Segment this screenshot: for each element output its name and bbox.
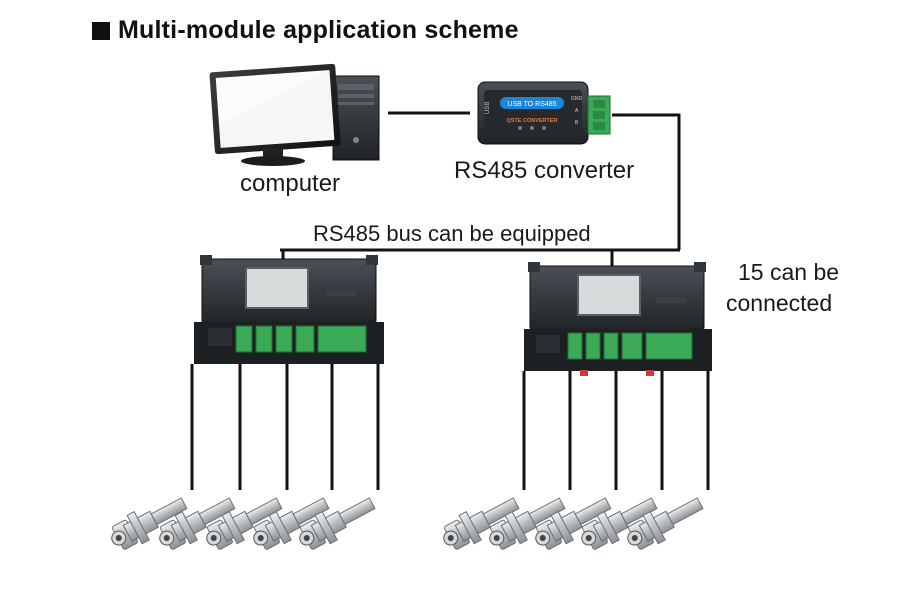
- bus-label: RS485 bus can be equipped: [313, 221, 591, 246]
- terminal-label-a: A: [575, 108, 579, 114]
- sensor-wires-module-1: [190, 364, 380, 490]
- converter-label: RS485 converter: [454, 157, 635, 184]
- sensor-group-1: [104, 488, 381, 556]
- rs485-converter-icon: USB TO RS485 QSTE CONVERTER USB GND A B: [477, 81, 611, 145]
- module-2: [524, 262, 712, 376]
- sensor-wires-module-2: [522, 371, 710, 490]
- count-label-line2: connected: [726, 290, 833, 316]
- converter-brand-text: QSTE CONVERTER: [506, 118, 557, 124]
- temperature-sensor-icon: [620, 488, 709, 556]
- computer-label: computer: [240, 170, 341, 197]
- count-label-line1: 15 can be: [738, 259, 840, 285]
- cable-converter-bus: [612, 113, 681, 250]
- computer-icon: [209, 63, 380, 166]
- page-title: Multi-module application scheme: [92, 16, 519, 45]
- module-1: [194, 255, 384, 364]
- temperature-sensor-icon: [292, 488, 381, 556]
- converter-usb-label: USB: [485, 102, 491, 114]
- converter-badge-text: USB TO RS485: [507, 101, 556, 108]
- title-bullet: [92, 21, 110, 40]
- sensor-group-2: [436, 488, 709, 556]
- title-text: Multi-module application scheme: [118, 16, 519, 44]
- terminal-label-b: B: [575, 120, 579, 126]
- terminal-label-gnd: GND: [571, 96, 583, 102]
